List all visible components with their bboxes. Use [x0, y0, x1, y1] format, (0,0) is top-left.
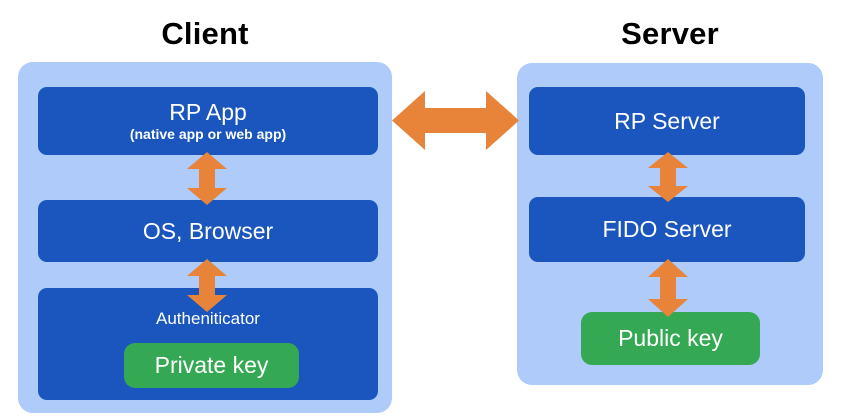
rp-app-subtitle: (native app or web app)	[129, 125, 287, 142]
client-block-rp-app[interactable]: RP App (native app or web app)	[38, 87, 378, 155]
bidirectional-arrow-icon-client-server	[392, 91, 519, 150]
private-key-label: Private key	[154, 352, 269, 378]
os-browser-title: OS, Browser	[142, 217, 274, 244]
public-key-chip[interactable]: Public key	[581, 312, 760, 365]
server-block-fido-server[interactable]: FIDO Server	[529, 197, 805, 262]
bidirectional-arrow-icon-os-authenticator	[187, 259, 227, 312]
private-key-chip[interactable]: Private key	[124, 343, 299, 388]
rp-app-title: RP App	[169, 99, 247, 126]
server-section-title: Server	[621, 16, 719, 51]
rp-server-title: RP Server	[614, 107, 720, 134]
client-block-os-browser[interactable]: OS, Browser	[38, 200, 378, 262]
authenticator-title: Autheniticator	[156, 309, 260, 328]
client-section-title: Client	[161, 16, 249, 51]
bidirectional-arrow-icon-rpapp-os	[187, 152, 227, 205]
bidirectional-arrow-icon-fidoserver-publickey	[648, 259, 688, 317]
bidirectional-arrow-icon-rpserver-fidoserver	[648, 152, 688, 202]
server-block-rp-server[interactable]: RP Server	[529, 87, 805, 155]
public-key-label: Public key	[618, 325, 723, 351]
fido-server-title: FIDO Server	[602, 216, 732, 243]
